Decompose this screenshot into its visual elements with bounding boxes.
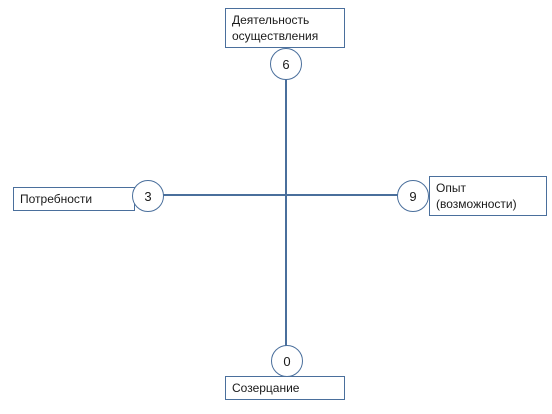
top-node-value: 6	[282, 56, 290, 72]
right-label-line2: (возможности)	[436, 197, 517, 211]
top-label-line2: осуществления	[232, 29, 319, 43]
bottom-node-value: 0	[283, 353, 291, 369]
left-label-line1: Потребности	[20, 192, 93, 206]
horizontal-axis-line	[163, 194, 398, 196]
right-label-box: Опыт (возможности)	[429, 176, 547, 216]
vertical-axis-line	[285, 78, 287, 346]
top-label-line1: Деятельность	[232, 13, 310, 27]
top-label-box: Деятельность осуществления	[225, 8, 345, 48]
bottom-node: 0	[271, 345, 303, 377]
left-label-box: Потребности	[13, 187, 135, 211]
left-node: 3	[132, 180, 164, 212]
left-node-value: 3	[144, 188, 152, 204]
bottom-label-line1: Созерцание	[232, 381, 300, 395]
bottom-label-box: Созерцание	[225, 376, 345, 400]
right-node-value: 9	[409, 188, 417, 204]
right-label-line1: Опыт	[436, 181, 466, 195]
right-node: 9	[397, 180, 429, 212]
top-node: 6	[270, 48, 302, 80]
